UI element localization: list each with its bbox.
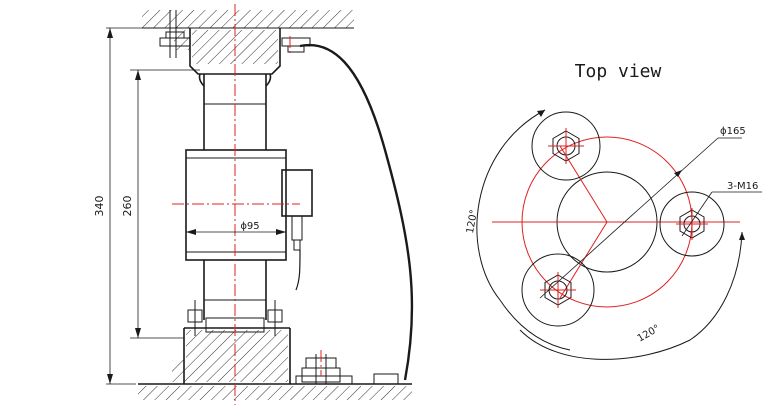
lower-neck (203, 260, 267, 320)
bottom-flange-hatch (186, 330, 288, 382)
top-right-bolt (281, 37, 311, 53)
top-left-bolt (159, 10, 191, 58)
cable-clamp (373, 373, 399, 385)
outer-arc-left (476, 109, 571, 351)
bolt-pad-top (531, 111, 601, 181)
bolt-pad-right (659, 191, 725, 257)
dim-260-label: 260 (121, 196, 134, 217)
bolt-pad-bottom (521, 253, 595, 327)
top-plate-hatch (142, 10, 354, 28)
top-flange-side-hatch (174, 30, 190, 50)
top-view-title: Top view (575, 61, 662, 82)
angle-left-label: 120° (465, 209, 480, 235)
dim-165-leader (539, 137, 719, 299)
angle-bottom-label: 120° (636, 323, 662, 345)
signal-cable (299, 43, 414, 381)
dim-165-label: ϕ165 (720, 126, 746, 137)
ground-bolt (295, 354, 353, 385)
side-view: 340 260 ϕ95 (93, 4, 414, 405)
dim-95-label: ϕ95 (240, 221, 259, 232)
ground-hatch (138, 386, 412, 400)
upper-neck (203, 74, 267, 150)
outer-arc-bottom (519, 231, 743, 360)
dim-340-label: 340 (93, 196, 106, 217)
load-cell-body (185, 149, 287, 261)
top-view: Top view (465, 61, 762, 360)
junction-box (281, 169, 313, 217)
dim-m16-leader (681, 191, 713, 237)
dim-m16-label: 3-M16 (727, 181, 758, 192)
